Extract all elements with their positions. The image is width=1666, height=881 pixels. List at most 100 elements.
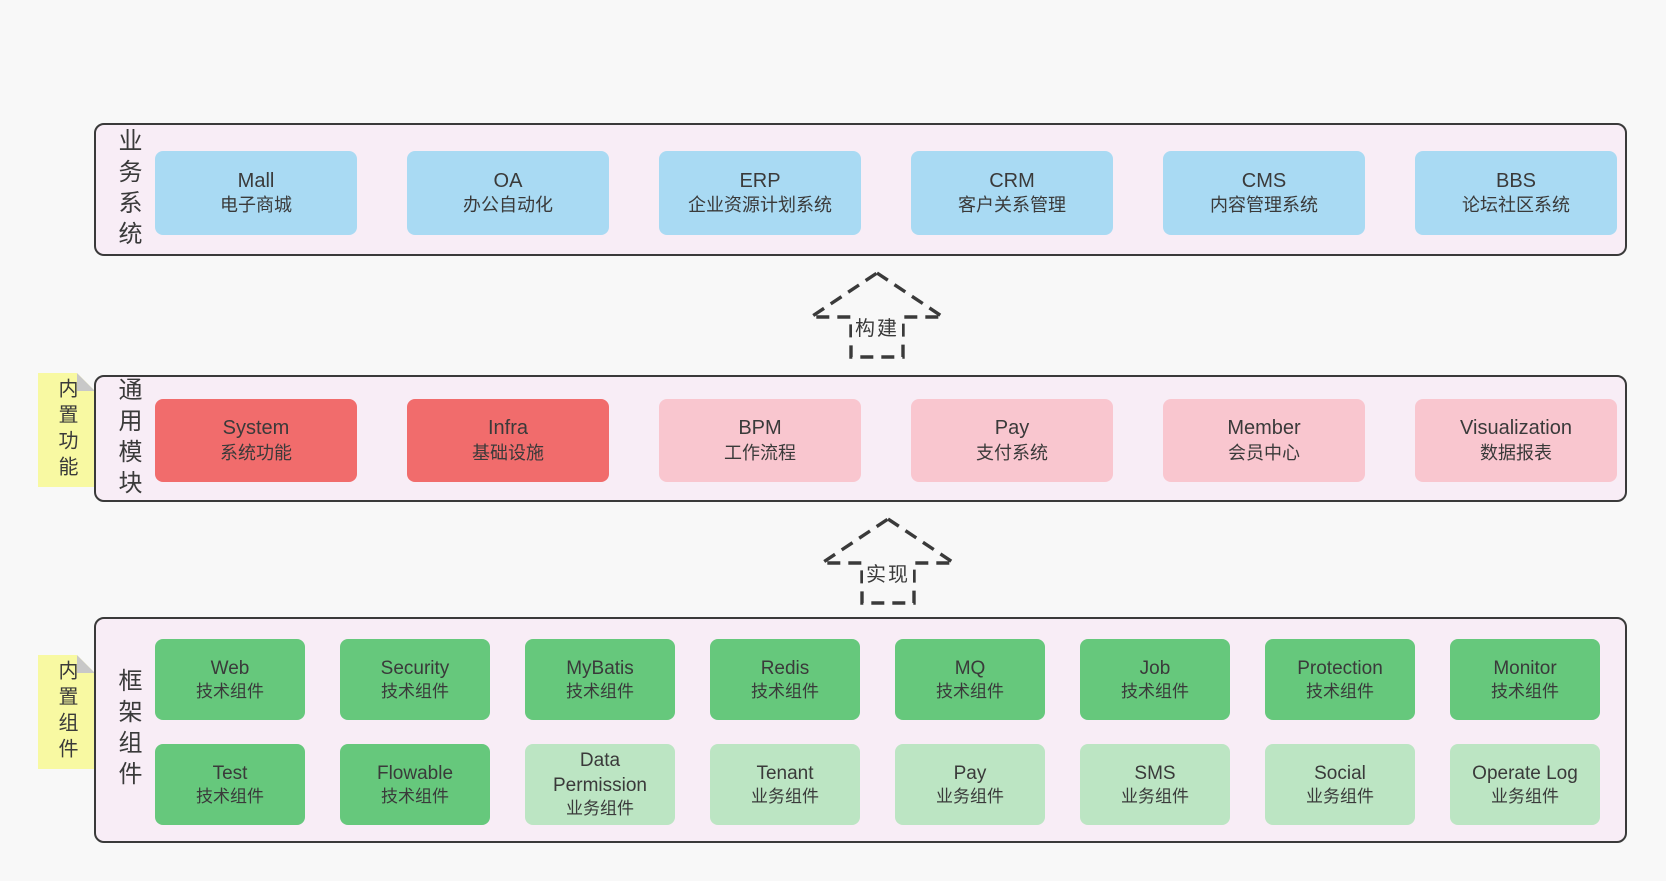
box-protection: Protection 技术组件 xyxy=(1265,639,1415,720)
panel-common-modules: 通用模块 System 系统功能 Infra 基础设施 BPM 工作流程 Pay… xyxy=(94,375,1627,502)
up-arrow-icon xyxy=(807,271,947,359)
box-title: Pay xyxy=(953,762,987,784)
box-subtitle: 技术组件 xyxy=(1121,681,1189,701)
box-subtitle: 业务组件 xyxy=(566,799,634,819)
box-subtitle: 业务组件 xyxy=(1121,786,1189,806)
box-title: Data Permission xyxy=(553,750,647,797)
box-erp: ERP 企业资源计划系统 xyxy=(659,151,861,235)
box-subtitle: 内容管理系统 xyxy=(1210,195,1318,216)
box-title: Security xyxy=(380,657,450,679)
sticky-label: 内置组件 xyxy=(55,660,77,764)
sticky-label: 内置功能 xyxy=(55,378,77,482)
box-subtitle: 支付系统 xyxy=(976,442,1048,463)
sticky-built-in-components: 内置组件 xyxy=(38,655,95,769)
framework-row-2: Test 技术组件 Flowable 技术组件 Data Permission … xyxy=(155,744,1600,825)
box-subtitle: 业务组件 xyxy=(1491,786,1559,806)
arrow-build-label: 构建 xyxy=(852,311,902,342)
arrow-build: 构建 xyxy=(807,271,947,359)
box-subtitle: 企业资源计划系统 xyxy=(688,195,832,216)
box-pay: Pay 支付系统 xyxy=(911,399,1113,482)
box-title: Pay xyxy=(994,417,1030,440)
box-test: Test 技术组件 xyxy=(155,744,305,825)
box-member: Member 会员中心 xyxy=(1163,399,1365,482)
box-subtitle: 基础设施 xyxy=(472,442,544,463)
box-title: Flowable xyxy=(376,762,454,784)
box-subtitle: 业务组件 xyxy=(751,786,819,806)
box-social: Social 业务组件 xyxy=(1265,744,1415,825)
box-title: Operate Log xyxy=(1472,762,1578,784)
box-title: System xyxy=(222,417,290,440)
box-subtitle: 电子商城 xyxy=(220,195,292,216)
box-title: Mall xyxy=(237,169,275,192)
box-subtitle: 会员中心 xyxy=(1228,442,1300,463)
common-modules-row: System 系统功能 Infra 基础设施 BPM 工作流程 Pay 支付系统… xyxy=(155,399,1617,482)
box-mybatis: MyBatis 技术组件 xyxy=(525,639,675,720)
box-title: CMS xyxy=(1241,169,1287,192)
box-infra: Infra 基础设施 xyxy=(407,399,609,482)
box-subtitle: 论坛社区系统 xyxy=(1462,195,1570,216)
box-job: Job 技术组件 xyxy=(1080,639,1230,720)
box-subtitle: 技术组件 xyxy=(381,786,449,806)
box-title: Social xyxy=(1314,762,1366,784)
box-title: Web xyxy=(210,657,250,679)
box-title: BPM xyxy=(738,417,782,440)
panel-label-framework-components: 框架组件 xyxy=(114,668,141,792)
box-title: Tenant xyxy=(756,762,814,784)
box-data-permission: Data Permission 业务组件 xyxy=(525,744,675,825)
box-oa: OA 办公自动化 xyxy=(407,151,609,235)
box-title: Member xyxy=(1227,417,1301,440)
box-subtitle: 客户关系管理 xyxy=(958,195,1066,216)
framework-row-1: Web 技术组件 Security 技术组件 MyBatis 技术组件 Redi… xyxy=(155,639,1600,720)
box-security: Security 技术组件 xyxy=(340,639,490,720)
panel-label-business-systems: 业务系统 xyxy=(114,127,141,252)
box-title: BBS xyxy=(1495,169,1537,192)
panel-framework-components: 框架组件 Web 技术组件 Security 技术组件 MyBatis 技术组件… xyxy=(94,617,1627,843)
up-arrow-icon xyxy=(818,517,958,605)
box-title: MyBatis xyxy=(566,657,634,679)
box-title: Visualization xyxy=(1460,417,1572,440)
box-subtitle: 技术组件 xyxy=(381,681,449,701)
box-title: ERP xyxy=(739,169,781,192)
box-subtitle: 工作流程 xyxy=(724,442,796,463)
box-visualization: Visualization 数据报表 xyxy=(1415,399,1617,482)
box-subtitle: 技术组件 xyxy=(196,681,264,701)
box-title: OA xyxy=(493,169,523,192)
box-subtitle: 技术组件 xyxy=(1306,681,1374,701)
box-subtitle: 数据报表 xyxy=(1480,442,1552,463)
box-operate-log: Operate Log 业务组件 xyxy=(1450,744,1600,825)
box-monitor: Monitor 技术组件 xyxy=(1450,639,1600,720)
box-flowable: Flowable 技术组件 xyxy=(340,744,490,825)
panel-business-systems: 业务系统 Mall 电子商城 OA 办公自动化 ERP 企业资源计划系统 CRM… xyxy=(94,123,1627,256)
box-title: Test xyxy=(212,762,248,784)
box-title: SMS xyxy=(1134,762,1176,784)
box-mall: Mall 电子商城 xyxy=(155,151,357,235)
box-cms: CMS 内容管理系统 xyxy=(1163,151,1365,235)
box-subtitle: 业务组件 xyxy=(936,786,1004,806)
box-redis: Redis 技术组件 xyxy=(710,639,860,720)
box-system: System 系统功能 xyxy=(155,399,357,482)
box-subtitle: 技术组件 xyxy=(566,681,634,701)
box-mq: MQ 技术组件 xyxy=(895,639,1045,720)
sticky-built-in-features: 内置功能 xyxy=(38,373,95,487)
box-subtitle: 技术组件 xyxy=(196,786,264,806)
box-title: Redis xyxy=(760,657,810,679)
box-title: Protection xyxy=(1297,657,1383,679)
panel-label-common-modules: 通用模块 xyxy=(114,376,141,501)
box-subtitle: 技术组件 xyxy=(936,681,1004,701)
box-subtitle: 系统功能 xyxy=(220,442,292,463)
box-web: Web 技术组件 xyxy=(155,639,305,720)
box-subtitle: 技术组件 xyxy=(751,681,819,701)
box-crm: CRM 客户关系管理 xyxy=(911,151,1113,235)
box-title: Monitor xyxy=(1493,657,1557,679)
box-title: CRM xyxy=(989,169,1035,192)
business-systems-row: Mall 电子商城 OA 办公自动化 ERP 企业资源计划系统 CRM 客户关系… xyxy=(155,151,1617,235)
box-subtitle: 业务组件 xyxy=(1306,786,1374,806)
box-title: Job xyxy=(1139,657,1171,679)
box-title: Infra xyxy=(487,417,529,440)
box-subtitle: 办公自动化 xyxy=(463,195,553,216)
arrow-implement: 实现 xyxy=(818,517,958,605)
box-tenant: Tenant 业务组件 xyxy=(710,744,860,825)
box-bbs: BBS 论坛社区系统 xyxy=(1415,151,1617,235)
arrow-implement-label: 实现 xyxy=(863,557,913,588)
